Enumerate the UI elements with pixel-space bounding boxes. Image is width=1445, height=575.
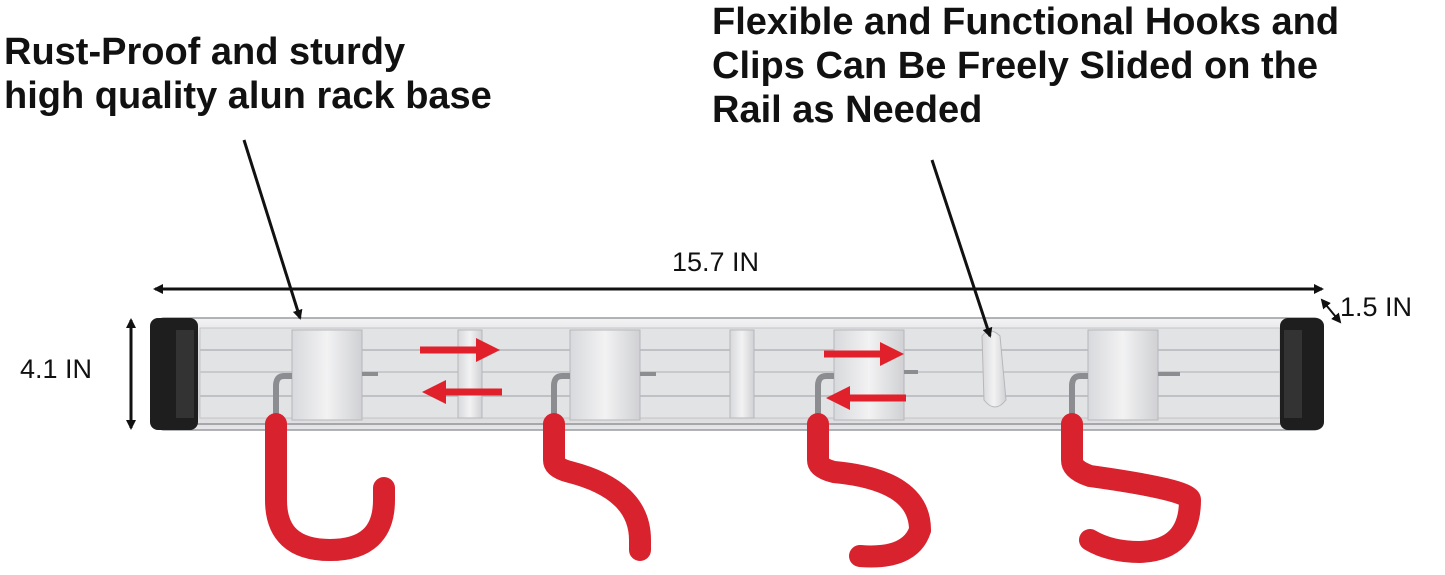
spring-clip-2 <box>729 329 755 419</box>
hooks-callout-line-2: Clips Can Be Freely Slided on the <box>712 45 1319 87</box>
height-dimension-label: 4.1 IN <box>20 354 93 384</box>
hooks-callout-pointer <box>930 159 993 338</box>
base-callout-pointer <box>242 139 303 320</box>
hook-pins <box>362 370 1180 376</box>
base-callout: Rust-Proof and sturdy high quality alun … <box>4 30 644 118</box>
right-end-cap-inner <box>1284 330 1302 418</box>
slide-arrows <box>420 338 906 410</box>
hooks-callout: Flexible and Functional Hooks and Clips … <box>712 0 1442 132</box>
length-dimension-label: 15.7 IN <box>672 247 760 277</box>
hooks-callout-line-1: Flexible and Functional Hooks and <box>712 1 1340 43</box>
hook-1 <box>265 373 395 562</box>
hook-3 <box>807 373 932 568</box>
hook-4 <box>1061 373 1202 564</box>
hooks-callout-line-3: Rail as Needed <box>712 89 983 131</box>
depth-dimension-arrow <box>1320 298 1342 324</box>
base-callout-line-2: high quality alun rack base <box>4 75 492 117</box>
hook-clip-4 <box>1087 329 1159 421</box>
hook-2 <box>543 373 651 561</box>
base-callout-line-1: Rust-Proof and sturdy <box>4 31 406 73</box>
left-end-cap-inner <box>176 330 194 418</box>
depth-dimension-label: 1.5 IN <box>1340 292 1413 322</box>
hook-clip-2 <box>569 329 641 421</box>
hook-clip-1 <box>291 329 363 421</box>
